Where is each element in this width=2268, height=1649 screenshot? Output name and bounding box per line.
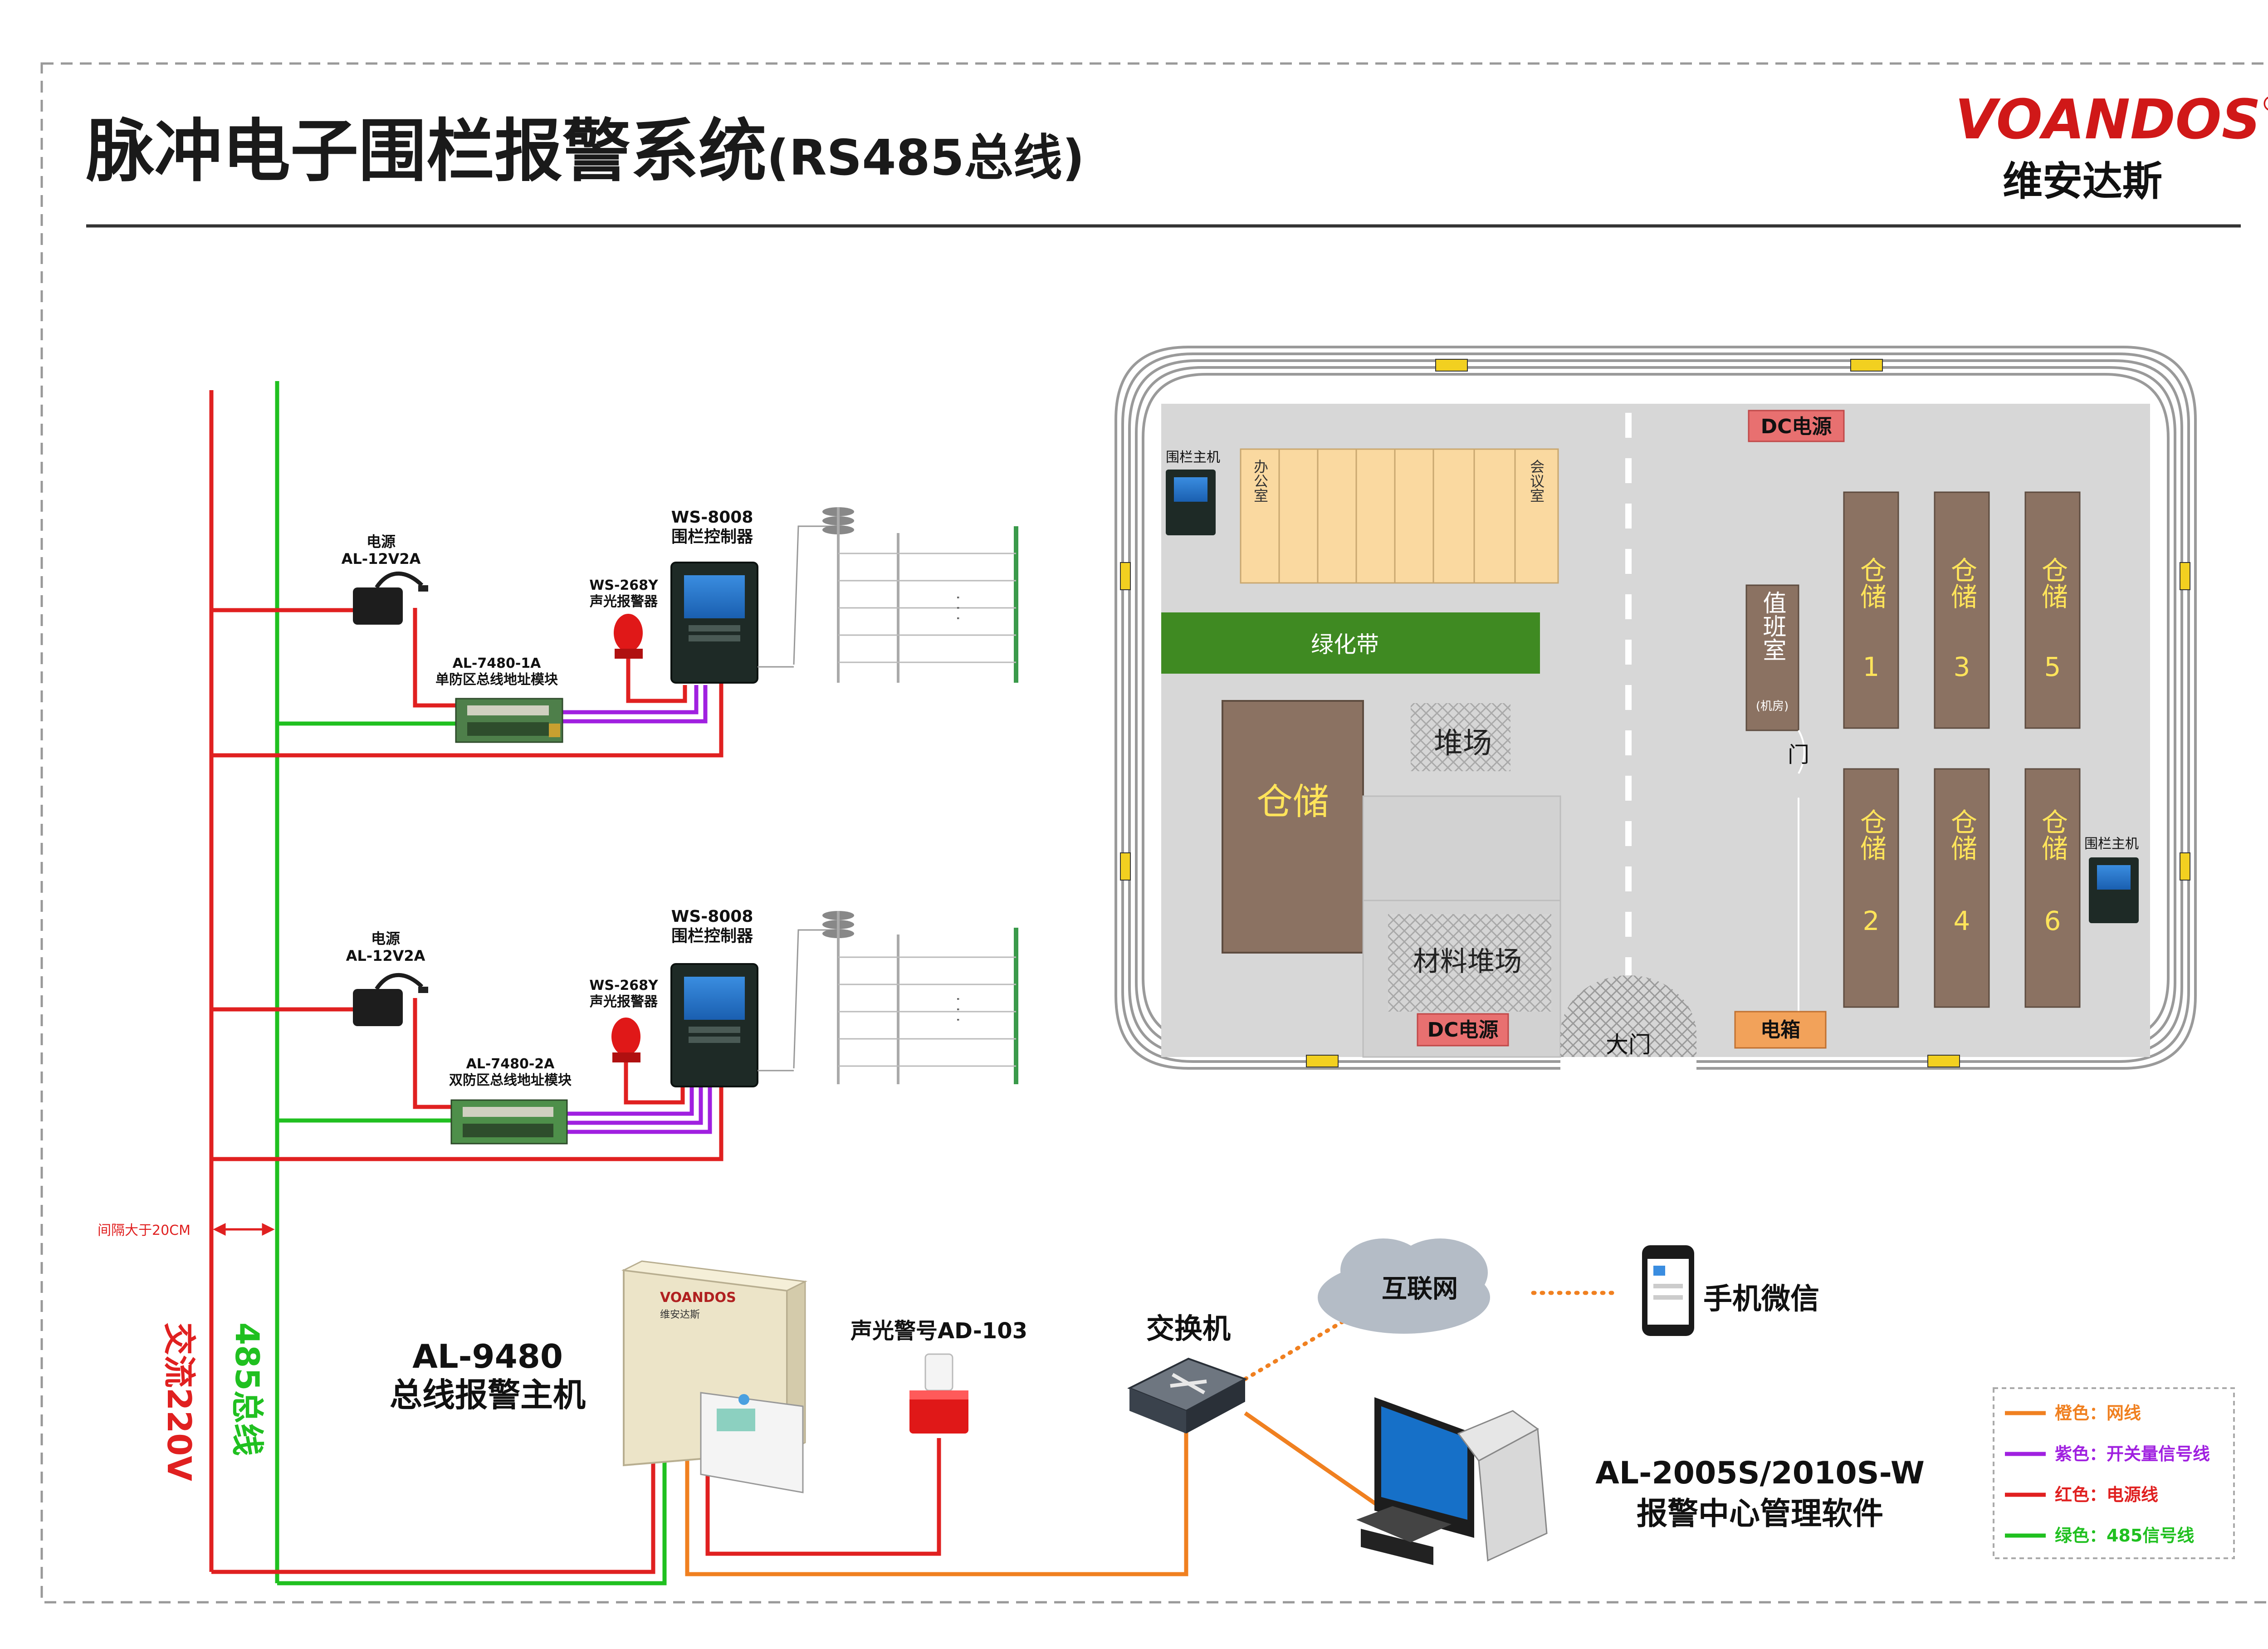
svg-text:办公室: 办公室 xyxy=(1251,459,1269,503)
svg-text:仓储: 仓储 xyxy=(1856,808,1887,861)
svg-text:橙色：网线: 橙色：网线 xyxy=(2055,1403,2141,1423)
page-frame xyxy=(40,62,2268,1604)
svg-text:电源: 电源 xyxy=(367,533,396,550)
svg-text:围栏控制器: 围栏控制器 xyxy=(671,528,753,546)
brand-logo-en: VOANDOS® xyxy=(1955,88,2268,152)
svg-text:互联网: 互联网 xyxy=(1382,1274,1458,1304)
svg-text:DC电源: DC电源 xyxy=(1427,1018,1499,1042)
group2-power-supply: 电源 AL-12V2A xyxy=(346,930,428,1026)
svg-text:电箱: 电箱 xyxy=(1760,1018,1800,1042)
group2-fence-segment: · · · xyxy=(793,911,1018,1084)
svg-text:声光报警器: 声光报警器 xyxy=(590,994,658,1010)
svg-text:仓储: 仓储 xyxy=(1256,781,1329,823)
bus-trunk-label: 485总线 xyxy=(228,1322,266,1456)
bus-alarm-host: AL-9480 总线报警主机 VOANDOS 维安达斯 xyxy=(390,1260,808,1493)
svg-text:会议室: 会议室 xyxy=(1528,459,1545,503)
svg-text:仓储: 仓储 xyxy=(1946,808,1977,861)
svg-text:材料堆场: 材料堆场 xyxy=(1413,946,1522,978)
svg-text:大门: 大门 xyxy=(1606,1032,1651,1058)
svg-text:AL-12V2A: AL-12V2A xyxy=(346,947,425,964)
svg-text:仓储: 仓储 xyxy=(1946,557,1977,609)
svg-text:4: 4 xyxy=(1954,905,1970,936)
svg-text:2: 2 xyxy=(1863,905,1880,936)
group1-fence-controller: WS-8008 围栏控制器 xyxy=(670,508,794,684)
svg-text:交换机: 交换机 xyxy=(1146,1312,1231,1345)
group2-fence-controller: WS-8008 围栏控制器 xyxy=(670,907,794,1087)
svg-text:6: 6 xyxy=(2044,905,2061,936)
wire-color-legend: 橙色：网线 紫色：开关量信号线 红色：电源线 绿色：485信号线 xyxy=(1993,1387,2235,1559)
svg-text:VOANDOS: VOANDOS xyxy=(660,1290,736,1306)
internet-cloud: 互联网 xyxy=(1318,1238,1490,1334)
siren-ad103: 声光警号AD-103 xyxy=(850,1318,1027,1434)
svg-text:AL-7480-1A: AL-7480-1A xyxy=(453,656,542,671)
mobile-phone: 手机微信 xyxy=(1642,1245,1819,1336)
svg-text:绿化带: 绿化带 xyxy=(1311,631,1379,658)
svg-text:· · ·: · · · xyxy=(948,996,967,1022)
network-switch: 交换机 xyxy=(1127,1312,1247,1434)
svg-text:AL-9480: AL-9480 xyxy=(412,1337,563,1375)
svg-text:紫色：开关量信号线: 紫色：开关量信号线 xyxy=(2055,1444,2210,1464)
group1-address-module: AL-7480-1A 单防区总线地址模块 xyxy=(435,656,563,743)
svg-text:红色：电源线: 红色：电源线 xyxy=(2055,1485,2158,1505)
svg-text:1: 1 xyxy=(1863,651,1880,682)
spacing-arrow xyxy=(213,1223,275,1236)
svg-text:单防区总线地址模块: 单防区总线地址模块 xyxy=(435,672,558,688)
software-name: 报警中心管理软件 xyxy=(1637,1496,1883,1532)
svg-text:3: 3 xyxy=(1954,651,1970,682)
page-title: 脉冲电子围栏报警系统(RS485总线) xyxy=(86,112,1085,191)
brand-logo-cn: 维安达斯 xyxy=(2003,158,2162,205)
svg-text:AL-12V2A: AL-12V2A xyxy=(342,550,421,568)
svg-text:AL-7480-2A: AL-7480-2A xyxy=(466,1056,555,1072)
svg-text:声光报警器: 声光报警器 xyxy=(590,594,658,610)
svg-text:手机微信: 手机微信 xyxy=(1703,1282,1819,1316)
svg-text:双防区总线地址模块: 双防区总线地址模块 xyxy=(449,1072,572,1088)
svg-text:(机房): (机房) xyxy=(1756,700,1789,713)
svg-text:5: 5 xyxy=(2044,651,2061,682)
svg-text:WS-8008: WS-8008 xyxy=(671,508,753,527)
group2-address-module: AL-7480-2A 双防区总线地址模块 xyxy=(449,1056,572,1145)
svg-text:WS-268Y: WS-268Y xyxy=(589,978,659,993)
svg-text:仓储: 仓储 xyxy=(2037,808,2068,861)
svg-text:WS-268Y: WS-268Y xyxy=(589,577,659,593)
management-computer xyxy=(1356,1397,1548,1565)
svg-text:WS-8008: WS-8008 xyxy=(671,907,753,926)
svg-text:仓储: 仓储 xyxy=(2037,557,2068,609)
group1-alarm-light: WS-268Y 声光报警器 xyxy=(589,577,659,659)
svg-text:值班室: 值班室 xyxy=(1759,591,1786,661)
spacing-note: 间隔大于20CM xyxy=(98,1223,191,1238)
svg-text:围栏控制器: 围栏控制器 xyxy=(671,927,753,945)
svg-text:围栏主机: 围栏主机 xyxy=(2084,836,2139,852)
group1-power-supply: 电源 AL-12V2A xyxy=(342,533,428,625)
svg-text:电源: 电源 xyxy=(371,930,400,947)
svg-text:仓储: 仓储 xyxy=(1856,557,1887,609)
svg-text:声光警号AD-103: 声光警号AD-103 xyxy=(850,1318,1027,1344)
site-map: 围栏主机 围栏主机 办公室 会议室 绿化带 仓储 堆场 材料堆场 值班室 (机 xyxy=(1114,346,2197,1080)
group1-fence-segment: · · · xyxy=(793,507,1018,683)
svg-text:围栏主机: 围栏主机 xyxy=(1166,450,1220,465)
svg-text:门: 门 xyxy=(1788,742,1809,768)
svg-text:堆场: 堆场 xyxy=(1434,727,1492,760)
svg-text:· · ·: · · · xyxy=(948,595,967,621)
group2-alarm-light: WS-268Y 声光报警器 xyxy=(589,978,659,1062)
ac-trunk-label: 交流220V xyxy=(160,1322,198,1481)
software-model: AL-2005S/2010S-W xyxy=(1595,1455,1925,1491)
svg-text:DC电源: DC电源 xyxy=(1761,415,1832,438)
svg-text:总线报警主机: 总线报警主机 xyxy=(390,1376,586,1414)
svg-text:维安达斯: 维安达斯 xyxy=(660,1309,700,1321)
svg-text:绿色：485信号线: 绿色：485信号线 xyxy=(2055,1526,2194,1546)
